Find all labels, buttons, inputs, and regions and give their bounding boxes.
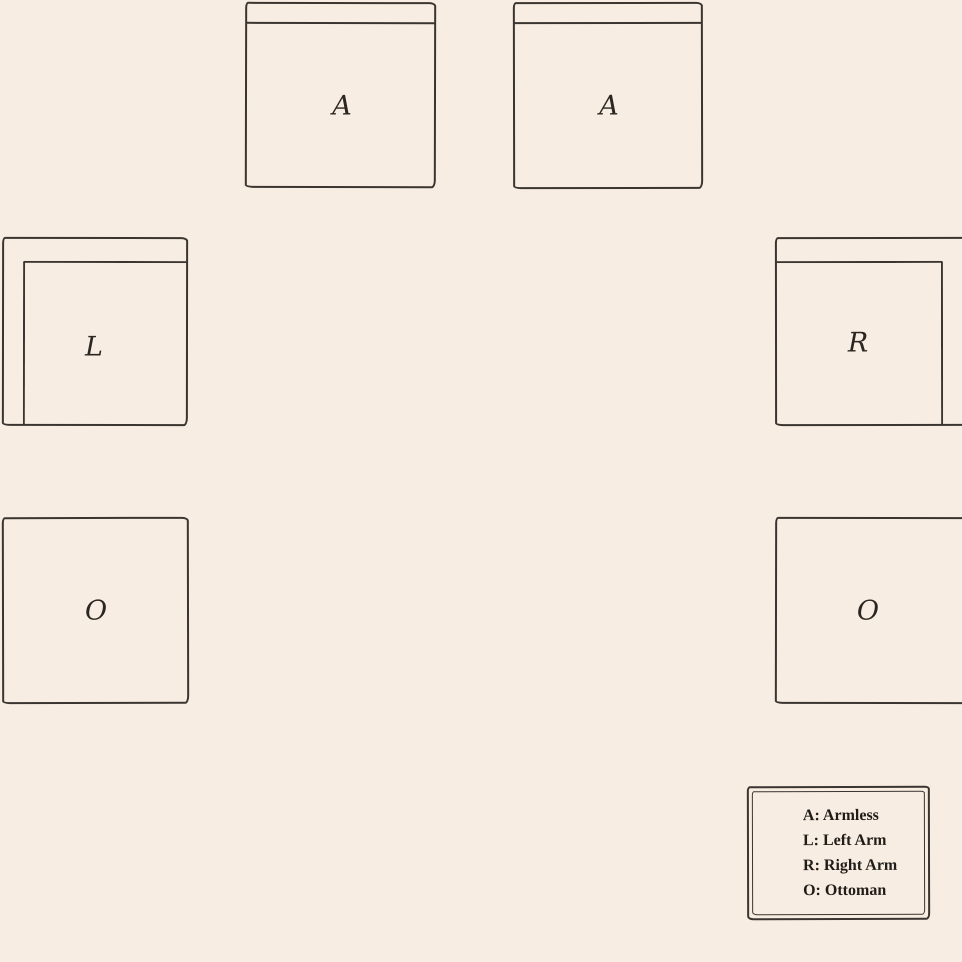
legend-inner-border: A: Armless L: Left Arm R: Right Arm O: O… (751, 790, 926, 916)
backrest-line (246, 21, 436, 25)
legend-item-left-arm: L: Left Arm (802, 831, 887, 850)
piece-label: A (599, 90, 619, 122)
armrest-and-backrest-line (22, 260, 188, 426)
legend-item-ottoman: O: Ottoman (803, 881, 887, 900)
piece-armless-top-left: A (244, 1, 437, 189)
legend-item-armless: A: Armless (802, 806, 879, 825)
piece-label: O (84, 595, 108, 627)
piece-ottoman-bottom-left: O (1, 516, 190, 705)
piece-label: R (847, 327, 869, 359)
piece-left-arm: L (1, 236, 189, 427)
piece-armless-top-right: A (512, 1, 704, 190)
piece-label: L (84, 331, 103, 363)
backrest-line (513, 21, 702, 25)
piece-label: A (332, 90, 352, 122)
piece-ottoman-bottom-right: O (774, 516, 962, 705)
legend-item-right-arm: R: Right Arm (803, 856, 898, 875)
piece-right-arm: R (774, 236, 962, 427)
legend-box: A: Armless L: Left Arm R: Right Arm O: O… (746, 785, 931, 921)
piece-label: O (856, 595, 880, 627)
